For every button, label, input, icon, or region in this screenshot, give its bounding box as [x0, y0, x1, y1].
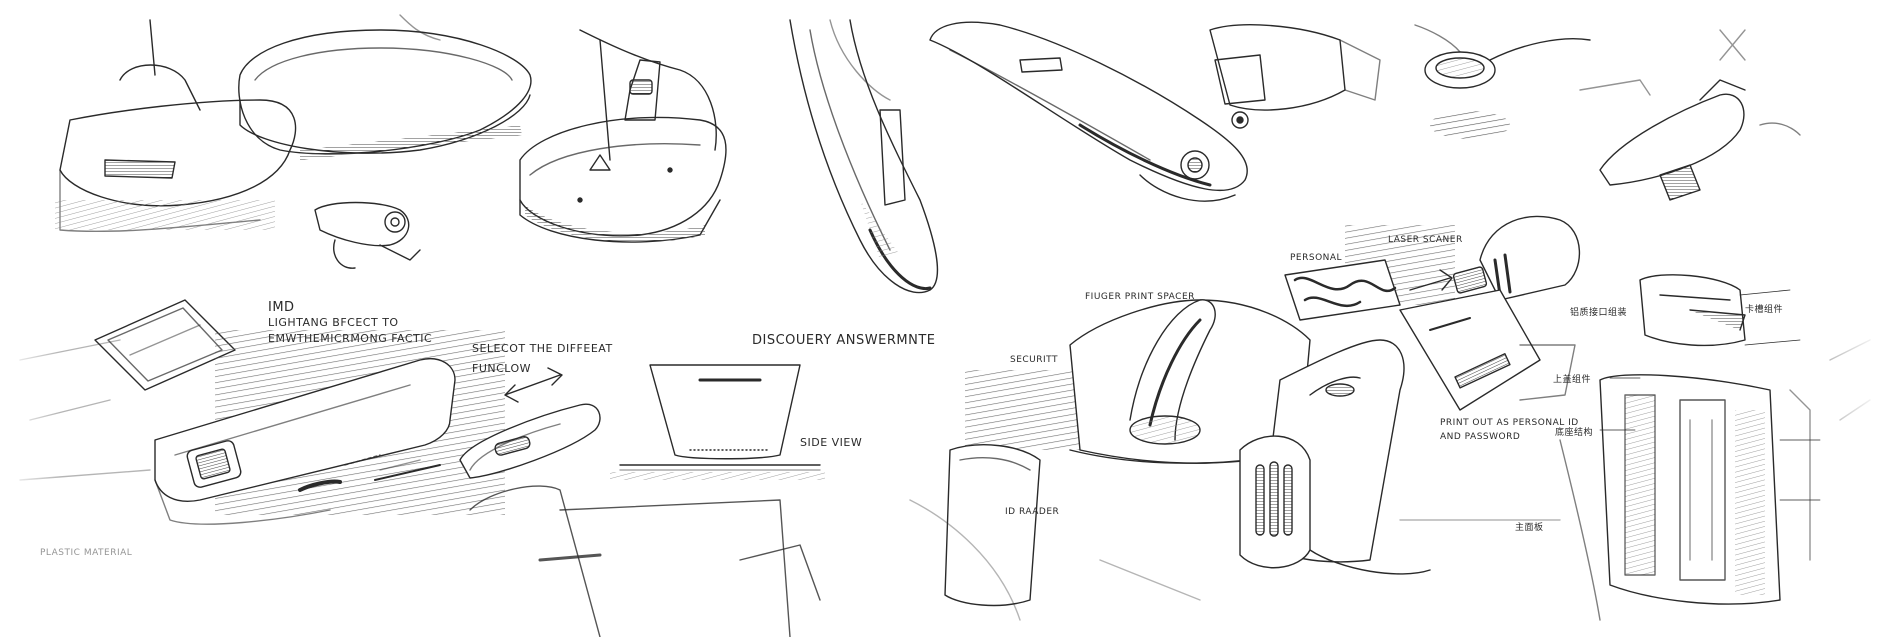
label-personal: PERSONAL [1290, 253, 1343, 263]
label-cn-5: 主面板 [1515, 523, 1544, 533]
label-light-line1: LIGHTANG BFCECT TO [268, 316, 399, 329]
label-cn-3: 上盖组件 [1553, 375, 1592, 385]
label-plastic: PLASTIC MATERIAL [40, 548, 133, 558]
label-select-line2: FUNCLOW [472, 362, 532, 375]
laser-scanner-sketch [1452, 215, 1581, 301]
stand-device-sketch [55, 19, 297, 233]
long-body-sketch [929, 21, 1248, 202]
label-finger-print: FIUGER PRINT SPACER [1085, 292, 1195, 302]
main-panel-sketch [154, 358, 456, 525]
slot-module-sketch [1239, 435, 1431, 575]
exploded-assembly-sketch [1559, 274, 1821, 621]
printed-slip-sketch [1399, 289, 1576, 411]
curved-handle-sketch [789, 19, 939, 294]
fingerprint-device-sketch [1069, 299, 1311, 464]
label-print-line1: PRINT OUT AS PERSONAL ID [1440, 418, 1579, 428]
slider-switch-sketch [374, 367, 601, 481]
id-reader-sketch [944, 444, 1041, 607]
label-light-line2: EMWTHEMICRMONG FACTIC [268, 332, 433, 345]
label-side-view: SIDE VIEW [800, 436, 863, 449]
label-imd: IMD [268, 300, 295, 315]
latch-part-sketch [314, 201, 421, 269]
label-cn-4: 底座结构 [1555, 428, 1594, 438]
cushion-sketch [238, 14, 532, 160]
side-view-sketch [610, 364, 825, 480]
camera-box-sketch [1209, 24, 1381, 129]
bottom-left-boxes-sketch [469, 485, 821, 637]
tray-device-sketch [519, 29, 727, 243]
label-discovery: DISCOUERY ANSWERMNTE [752, 333, 936, 348]
label-print-line2: AND PASSWORD [1440, 432, 1521, 442]
label-cn-2: 卡槽组件 [1745, 305, 1784, 315]
label-select-line1: SELECOT THE DIFFEEAT [472, 342, 613, 355]
personal-card-sketch [1284, 259, 1453, 321]
dish-sketch [1414, 24, 1591, 139]
faint-strokes [19, 339, 1871, 621]
label-id-reader: ID RAADER [1005, 507, 1060, 517]
label-laser-scaner: LASER SCANER [1388, 235, 1463, 245]
wedge-device-sketch [1579, 29, 1801, 201]
tablet-sketch [94, 299, 236, 391]
label-security: SECURITT [1010, 355, 1059, 365]
label-cn-1: 铝质接口组装 [1570, 308, 1628, 318]
